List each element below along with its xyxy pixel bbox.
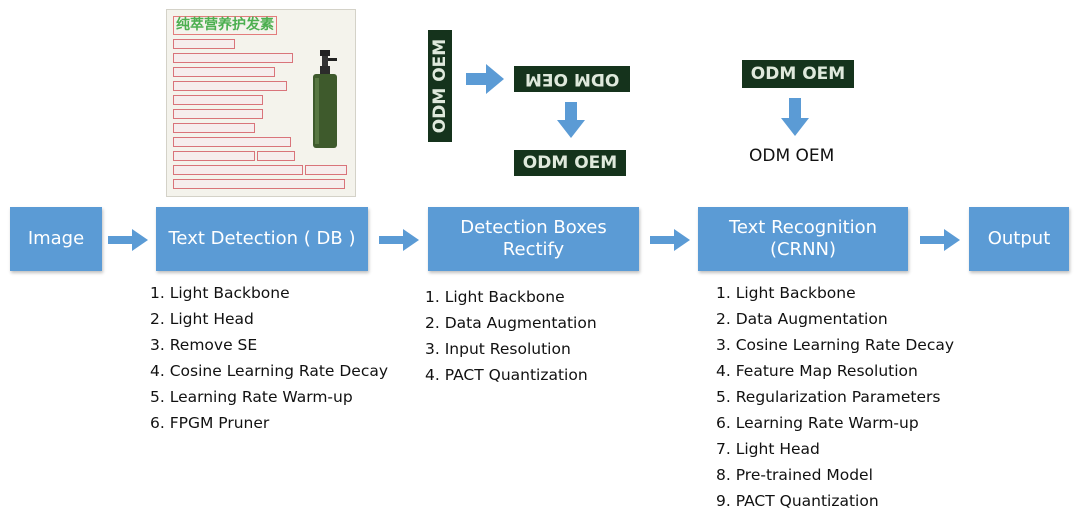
rectified-text-crop: ODM OEM	[514, 150, 626, 176]
list-item: 2. Light Head	[150, 310, 254, 328]
flipped-text-crop: ODM OEM	[514, 66, 630, 92]
output-box-label: Output	[987, 228, 1051, 249]
detection-box	[173, 165, 303, 175]
list-item: 2. Data Augmentation	[716, 310, 888, 328]
detection-box	[173, 151, 255, 161]
text-detection-label: Text Detection ( DB )	[168, 228, 356, 249]
detection-boxes-rectify-box: Detection Boxes Rectify	[428, 207, 639, 271]
list-item: 6. FPGM Pruner	[150, 414, 270, 432]
arrow-down	[781, 98, 809, 136]
detection-techniques-list: 1. Light Backbone 2. Light Head 3. Remov…	[150, 280, 388, 436]
rectify-techniques-list: 1. Light Backbone 2. Data Augmentation 3…	[425, 284, 597, 388]
vertical-crop-text: ODM OEM	[430, 38, 451, 134]
arrow-right	[466, 64, 504, 94]
vertical-text-crop: ODM OEM	[428, 30, 452, 142]
recognized-text: ODM OEM	[749, 146, 835, 166]
recognition-label-line1: Text Recognition	[728, 217, 878, 238]
list-item: 5. Learning Rate Warm-up	[150, 388, 353, 406]
list-item: 1. Light Backbone	[425, 288, 565, 306]
list-item: 1. Light Backbone	[716, 284, 856, 302]
image-box: Image	[10, 207, 102, 271]
detection-box	[173, 109, 263, 119]
bottle-image	[313, 50, 337, 148]
detection-box	[173, 123, 255, 133]
output-box: Output	[969, 207, 1069, 271]
detection-box	[257, 151, 295, 161]
recognition-crop-text: ODM OEM	[750, 64, 846, 84]
arrow-right	[920, 229, 960, 251]
list-item: 7. Light Head	[716, 440, 820, 458]
list-item: 3. Cosine Learning Rate Decay	[716, 336, 955, 354]
recognition-label-line2: (CRNN)	[769, 239, 837, 260]
detection-box	[173, 81, 287, 91]
text-detection-box: Text Detection ( DB )	[156, 207, 368, 271]
list-item: 3. Input Resolution	[425, 340, 571, 358]
list-item: 5. Regularization Parameters	[716, 388, 941, 406]
rectified-crop-text: ODM OEM	[522, 153, 618, 173]
recognition-input-crop: ODM OEM	[742, 60, 854, 88]
list-item: 4. Feature Map Resolution	[716, 362, 918, 380]
rectify-label-line1: Detection Boxes	[460, 217, 607, 238]
detection-box	[173, 95, 263, 105]
detection-box	[173, 53, 293, 63]
image-box-label: Image	[27, 228, 85, 249]
list-item: 6. Learning Rate Warm-up	[716, 414, 919, 432]
list-item: 2. Data Augmentation	[425, 314, 597, 332]
list-item: 4. Cosine Learning Rate Decay	[150, 362, 389, 380]
text-recognition-box: Text Recognition (CRNN)	[698, 207, 908, 271]
list-item: 8. Pre-trained Model	[716, 466, 873, 484]
detection-box	[173, 137, 291, 147]
arrow-down	[557, 102, 585, 138]
flipped-crop-text: ODM OEM	[524, 69, 620, 89]
rectify-label-line2: Rectify	[502, 239, 565, 260]
list-item: 3. Remove SE	[150, 336, 258, 354]
arrow-right	[650, 229, 690, 251]
sample-product-image: 纯萃营养护发素	[166, 9, 356, 197]
detection-box	[173, 39, 235, 49]
list-item: 9. PACT Quantization	[716, 492, 879, 510]
sample-image-title: 纯萃营养护发素	[173, 16, 277, 35]
arrow-right	[379, 229, 419, 251]
detection-box	[173, 179, 345, 189]
detection-box	[305, 165, 347, 175]
detection-box	[173, 67, 275, 77]
list-item: 4. PACT Quantization	[425, 366, 588, 384]
recognition-techniques-list: 1. Light Backbone 2. Data Augmentation 3…	[716, 280, 954, 514]
arrow-right	[108, 229, 148, 251]
list-item: 1. Light Backbone	[150, 284, 290, 302]
